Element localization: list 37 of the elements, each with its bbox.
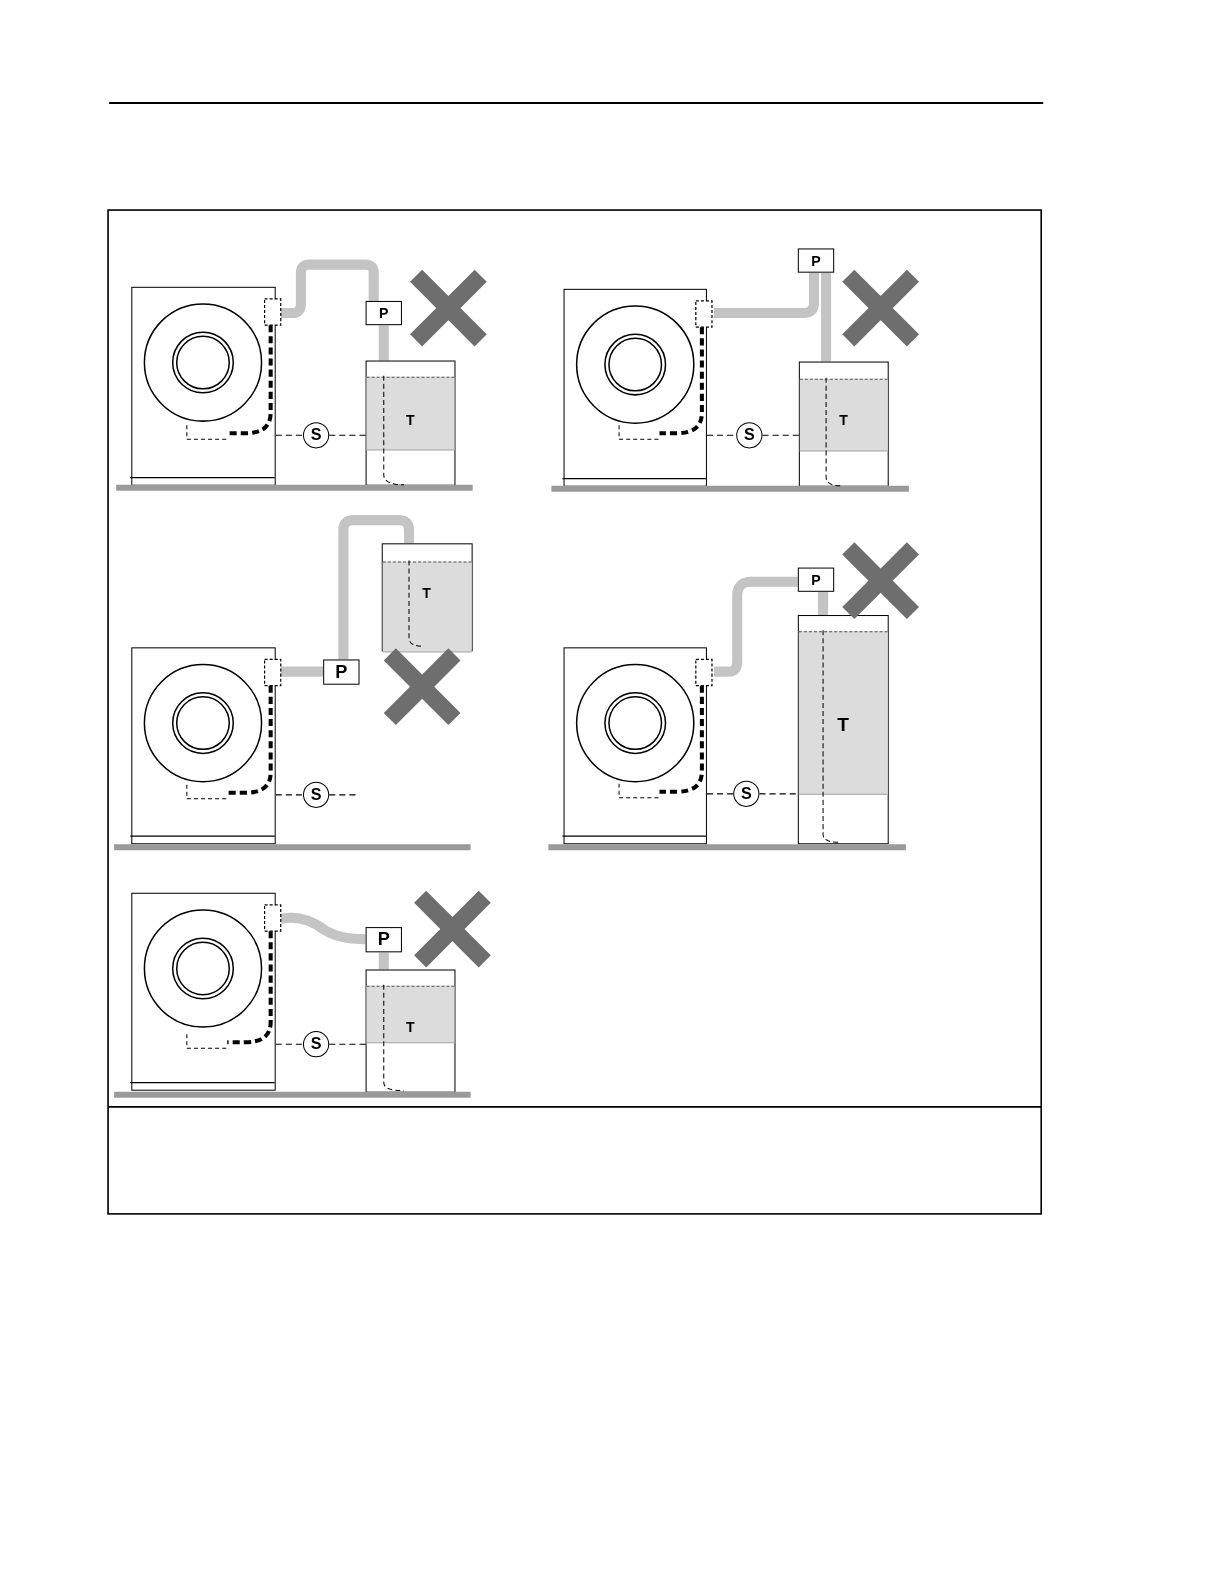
level-line: [275, 794, 304, 796]
washing-machine-drawing: [131, 286, 276, 486]
level-circle: S: [302, 1031, 330, 1058]
level-line: [328, 1043, 367, 1045]
level-circle: S: [302, 781, 330, 808]
level-circle: S: [733, 780, 760, 807]
level-line: [758, 793, 799, 795]
drain-hose: [378, 952, 389, 970]
tank-label: T: [839, 413, 848, 428]
label-box: P: [365, 927, 402, 953]
drain-hose: [280, 259, 379, 319]
drain-hose: [714, 272, 820, 319]
tank-label: T: [837, 714, 849, 734]
washing-machine-drawing: [563, 288, 707, 487]
level-line: [761, 434, 800, 436]
washing-machine-drawing: [131, 647, 276, 845]
drain-hose: [280, 666, 324, 677]
level-circle: S: [736, 422, 763, 449]
drain-hose: [378, 325, 389, 361]
level-circle: S: [302, 422, 330, 449]
label-box: P: [797, 567, 835, 592]
drain-hose: [821, 272, 832, 362]
level-line: [275, 434, 304, 436]
label-box: P: [365, 300, 402, 326]
washing-machine-drawing: [563, 647, 707, 845]
drain-hose: [338, 515, 415, 660]
level-line: [706, 793, 734, 795]
washing-machine-drawing: [131, 892, 276, 1091]
label-box: P: [797, 248, 835, 273]
drain-hose: [714, 576, 798, 677]
drain-hose: [818, 591, 829, 616]
tank-label: T: [406, 413, 415, 428]
level-line: [328, 434, 367, 436]
label-box: P: [323, 659, 360, 685]
level-line: [275, 1043, 304, 1045]
tank-label: T: [406, 1020, 415, 1035]
tank-label: T: [422, 585, 431, 601]
